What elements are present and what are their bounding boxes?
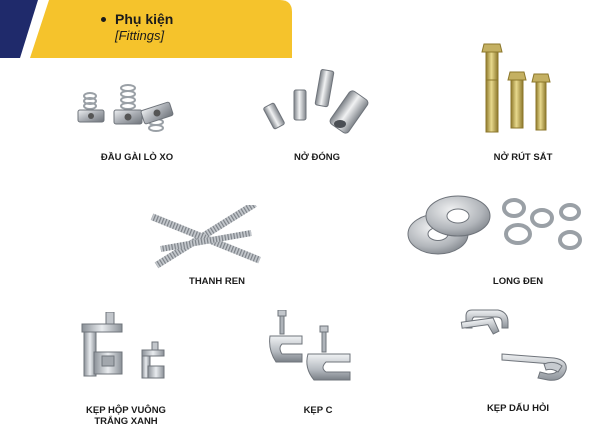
section-title-row: Phụ kiện: [101, 11, 173, 27]
product-box-clamp: [80, 312, 172, 386]
label-washer: LONG ĐEN: [492, 276, 544, 287]
product-spring-nut: [72, 80, 182, 140]
label-box-clamp: KẸP HỘP VUÔNG TRẮNG XANH: [80, 405, 172, 427]
label-sleeve-anchor: NỞ RÚT SẮT: [493, 152, 553, 163]
label-spring-nut: ĐẦU GÀI LÒ XO: [100, 152, 174, 163]
section-header: Phụ kiện [Fittings]: [0, 0, 300, 58]
c-clamp-image: [269, 310, 351, 381]
label-box-clamp-line2: TRẮNG XANH: [94, 416, 158, 427]
product-drop-in-anchor: [262, 64, 382, 140]
label-threaded-rod: THANH REN: [189, 276, 245, 287]
product-sleeve-anchor: [470, 40, 566, 140]
drop-in-anchor-image: [263, 69, 369, 134]
label-drop-in-anchor: NỞ ĐÓNG: [293, 152, 341, 163]
washer-image: [407, 195, 582, 255]
sleeve-anchor-image: [481, 43, 551, 133]
label-box-clamp-line1: KẸP HỘP VUÔNG: [86, 405, 166, 416]
label-c-clamp: KẸP C: [303, 405, 333, 416]
box-clamp-image: [81, 312, 165, 379]
section-title: Phụ kiện: [115, 11, 174, 27]
product-c-clamp: [268, 310, 364, 386]
section-subtitle: [Fittings]: [115, 28, 165, 43]
threaded-rod-image: [150, 205, 261, 269]
label-j-hook: KẸP DẤU HỎI: [486, 403, 550, 414]
header-banner-shape: [0, 0, 292, 58]
product-washer: [402, 188, 588, 260]
spring-nut-image: [77, 84, 174, 132]
product-j-hook: [458, 306, 578, 386]
product-threaded-rod: [150, 205, 262, 271]
bullet-icon: [101, 16, 106, 22]
j-hook-image: [460, 309, 567, 381]
